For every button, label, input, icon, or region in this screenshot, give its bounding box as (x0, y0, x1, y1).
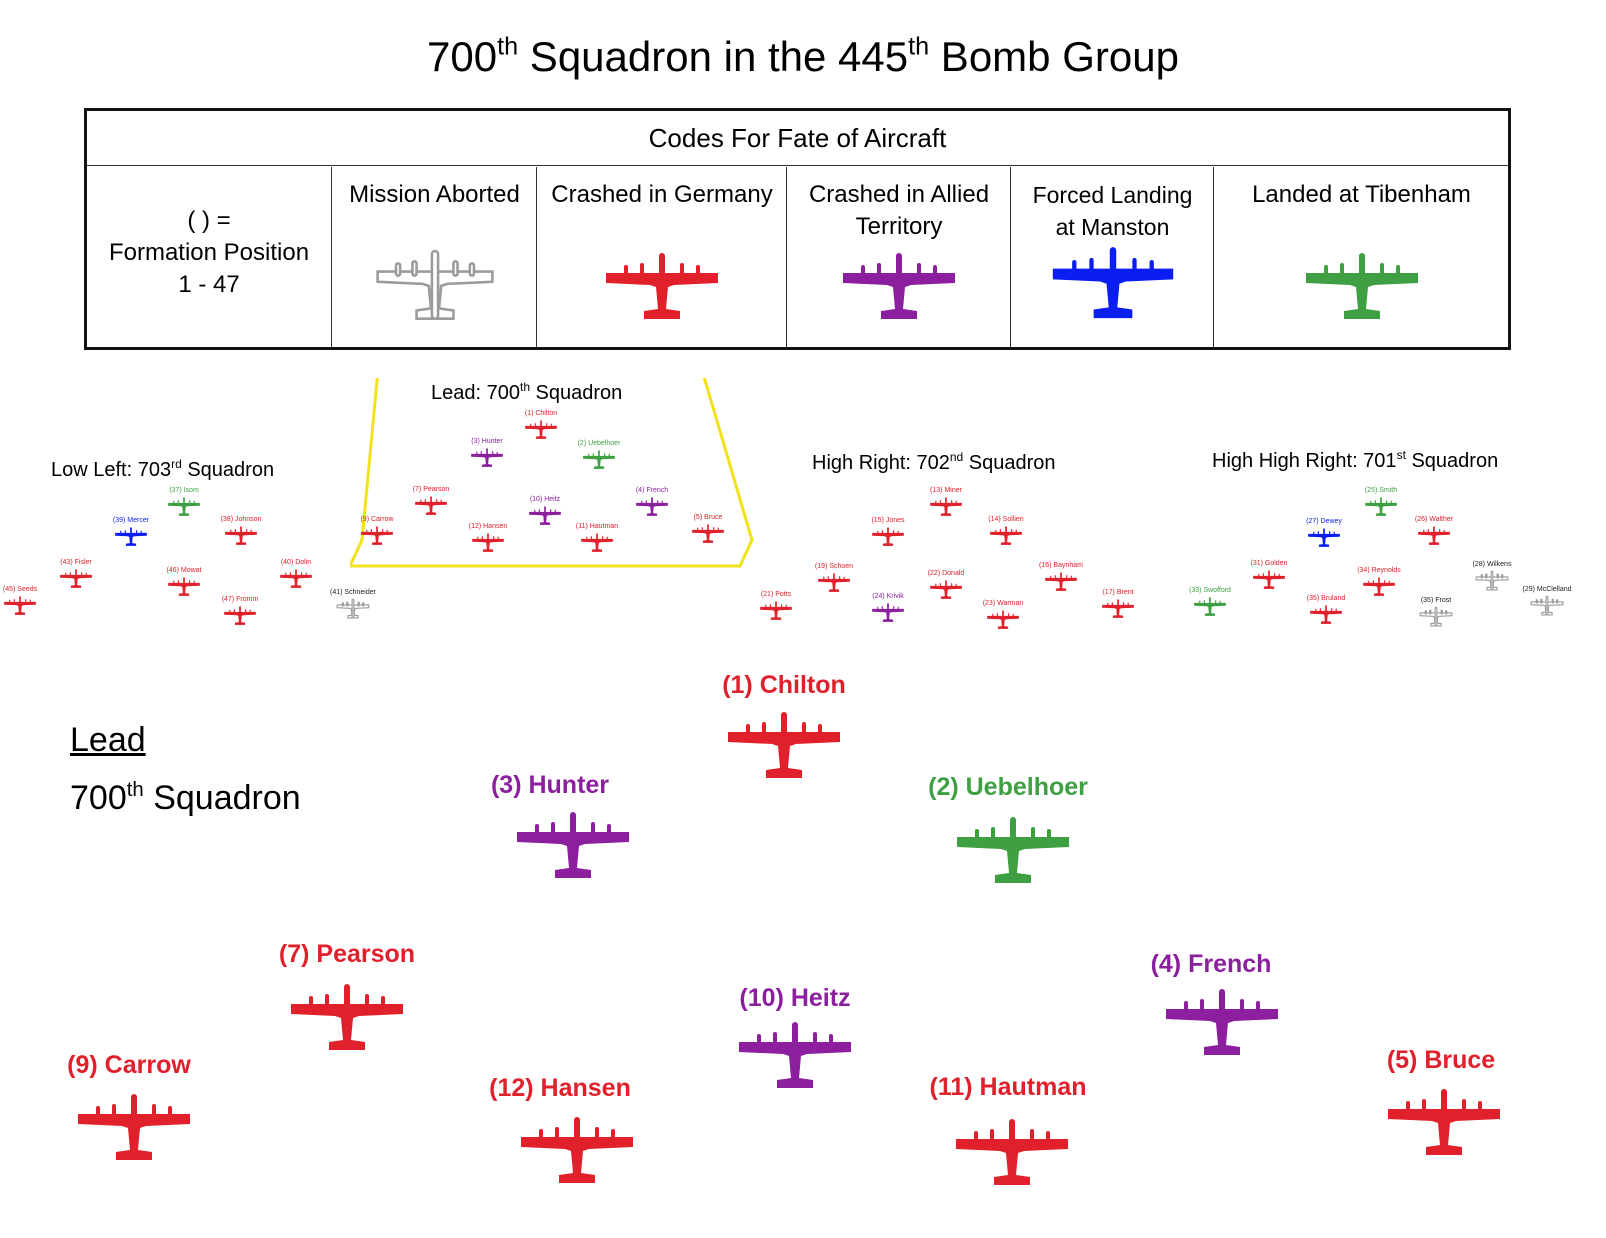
detail-plane-label: (5) Bruce (1386, 1046, 1496, 1074)
detail-plane-label: (2) Uebelhoer (928, 773, 1088, 801)
detail-plane-icon (951, 1117, 1073, 1197)
overview-plane-label: (24) Krivik (872, 593, 904, 600)
overview-plane-label: (46) Mowat (166, 567, 202, 574)
overview-plane-label: (5) Bruce (693, 514, 723, 521)
overview-plane-label: (38) Johnson (220, 516, 262, 523)
overview-plane-label: (39) Mercer (112, 517, 150, 524)
overview-plane-label: (16) Baynham (1039, 562, 1083, 569)
group-title-high-high-right: High High Right: 701st Squadron (1212, 448, 1499, 472)
overview-plane-label: (2) Uebelhoer (577, 440, 621, 447)
overview-plane-label: (19) Schoen (814, 563, 854, 570)
overview-plane-label: (26) Walther (1414, 516, 1454, 523)
overview-plane-label: (11) Hautman (575, 523, 619, 530)
legend-cell-tibenham: Landed at Tibenham (1213, 167, 1509, 347)
overview-plane-label: (31) Golden (1250, 560, 1288, 567)
group-title-high-right: High Right: 702nd Squadron (812, 450, 1056, 474)
overview-plane-label: (35) Frost (1420, 597, 1452, 604)
overview-plane-label: (41) Schneider (330, 589, 376, 596)
overview-plane-label: (21) Potts (760, 591, 792, 598)
detail-plane-label: (4) French (1150, 950, 1272, 978)
overview-plane-label: (40) Dolin (280, 559, 312, 566)
overview-plane-label: (28) Wilkens (1472, 561, 1512, 568)
overview-plane-label: (17) Brent (1102, 589, 1134, 596)
legend-label: Crashed in Germany (551, 181, 773, 208)
detail-plane-icon (734, 1020, 856, 1100)
overview-plane-label: (1) Chilton (524, 410, 558, 417)
overview-plane-label: (9) Carrow (360, 516, 394, 523)
overview-plane-label: (14) Sollien (988, 516, 1024, 523)
detail-heading: Lead (70, 721, 146, 759)
detail-plane-icon (73, 1092, 195, 1172)
page-title: 700th Squadron in the 445th Bomb Group (427, 32, 1179, 80)
overview-plane-label: (33) Swofford (1189, 587, 1231, 594)
legend-cell-allied: Crashed in Allied Territory (786, 167, 1011, 347)
lead-squadron-highlight-box (350, 378, 754, 568)
detail-plane-icon (1383, 1087, 1505, 1167)
overview-plane-label: (23) Warman (982, 600, 1024, 607)
overview-plane-label: (35) Bruland (1306, 595, 1346, 602)
legend-cell-manston: Forced Landing at Manston (1010, 167, 1214, 347)
overview-plane-label: (13) Miner (930, 487, 962, 494)
legend-cell-aborted: Mission Aborted (331, 167, 537, 347)
overview-plane-label: (12) Hansen (468, 523, 508, 530)
detail-plane-label: (9) Carrow (67, 1051, 191, 1079)
formation-overview: (37) Isom (39) Mercer (38) Johnson (43) Fis… (2, 410, 1572, 650)
legend-key-cell: ( ) = Formation Position 1 - 47 (87, 167, 331, 347)
overview-plane-label: (3) Hunter (471, 438, 503, 445)
legend-cell-germany: Crashed in Germany (536, 167, 787, 347)
legend-label: Mission Aborted (349, 181, 520, 208)
detail-plane-label: (11) Hautman (929, 1073, 1087, 1101)
legend-label: Crashed in Allied Territory (808, 181, 990, 240)
legend-table: Codes For Fate of Aircraft ( ) = Formati… (84, 108, 1511, 350)
group-title-lead: Lead: 700th Squadron (431, 380, 623, 404)
detail-plane-icon (516, 1115, 638, 1195)
detail-plane-label: (3) Hunter (490, 771, 610, 799)
detail-plane-label: (10) Heitz (739, 984, 851, 1012)
detail-plane-icon (512, 810, 634, 890)
detail-plane-label: (1) Chilton (722, 671, 846, 699)
overview-plane-label: (15) Jones (871, 517, 905, 524)
overview-plane-label: (47) Fromm (221, 596, 259, 603)
overview-plane-label: (25) Smith (1364, 487, 1398, 494)
detail-plane-icon (286, 982, 408, 1062)
overview-plane-label: (29) McClelland (1522, 586, 1572, 593)
detail-plane-label: (7) Pearson (278, 940, 416, 968)
legend-label: Landed at Tibenham (1252, 181, 1471, 208)
overview-plane-label: (34) Reynolds (1357, 567, 1401, 574)
overview-plane-label: (37) Isom (169, 487, 199, 494)
legend-header: Codes For Fate of Aircraft (87, 111, 1508, 166)
legend-key-line: Formation Position (108, 239, 310, 266)
overview-plane-label: (45) Seeds (2, 586, 38, 593)
legend-key-line: ( ) = (187, 207, 231, 234)
detail-plane-label: (12) Hansen (489, 1074, 631, 1102)
legend-label: Forced Landing at Manston (1032, 182, 1193, 240)
detail-subheading: 700th Squadron (70, 778, 301, 817)
detail-plane-icon (723, 710, 845, 790)
overview-plane-label: (10) Heitz (529, 496, 561, 503)
overview-plane-label: (4) French (635, 487, 669, 494)
group-title-low-left: Low Left: 703rd Squadron (51, 457, 275, 481)
overview-plane-label: (22) Donald (927, 570, 965, 577)
legend-key-line: 1 - 47 (178, 271, 240, 298)
detail-plane-icon (952, 815, 1074, 895)
overview-plane-label: (43) Fisler (60, 559, 92, 566)
detail-plane-icon (1161, 987, 1283, 1067)
overview-plane-label: (27) Dewey (1306, 518, 1342, 525)
overview-plane-label: (7) Pearson (412, 486, 450, 493)
